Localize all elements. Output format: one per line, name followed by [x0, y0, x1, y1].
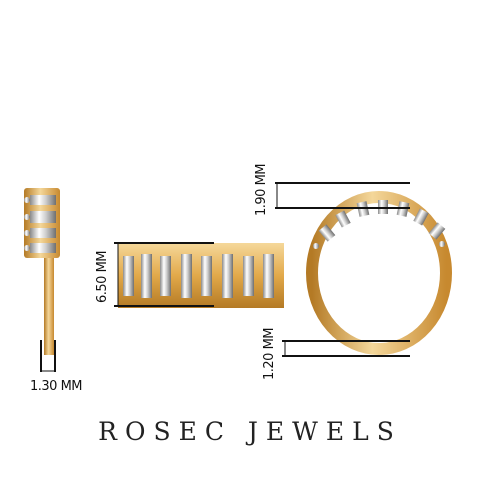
band-height-dimension-label: 6.50 MM — [95, 250, 110, 303]
side-stones — [24, 195, 56, 253]
band-stones — [123, 254, 274, 298]
width-dimension-label: 1.30 MM — [30, 379, 83, 394]
top-height-dimension-label: 1.90 MM — [254, 163, 269, 216]
brand-name: ROSEC JEWELS — [98, 417, 402, 446]
bottom-height-dimension-label: 1.20 MM — [262, 327, 277, 380]
ring-top-view — [114, 242, 284, 308]
side-shank — [44, 255, 54, 355]
front-ring-band — [306, 191, 452, 355]
ring-front-view — [275, 182, 452, 357]
ring-side-view — [24, 188, 60, 372]
